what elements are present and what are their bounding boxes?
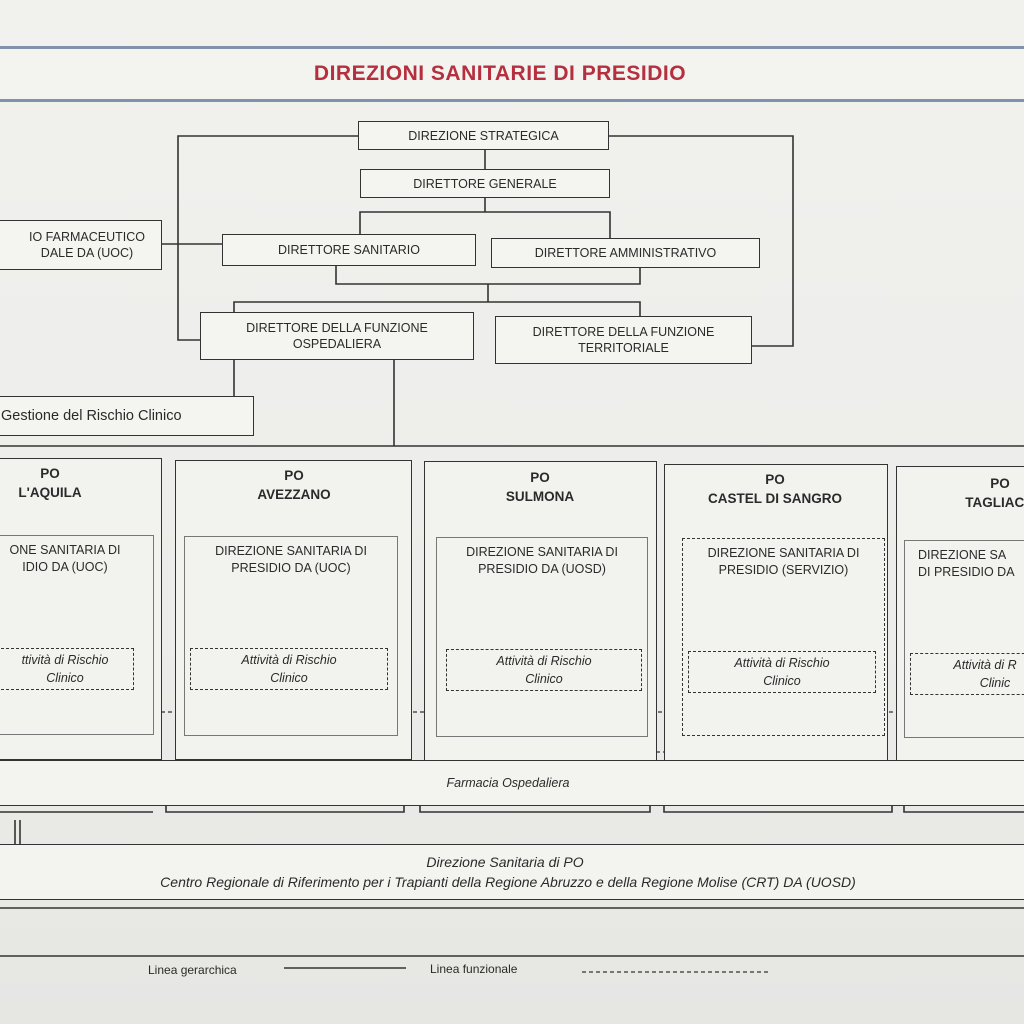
- po-column-tagliacozzo: [896, 466, 1024, 764]
- box-label: DIRETTORE SANITARIO: [278, 243, 420, 257]
- title-band: [0, 46, 1024, 102]
- crt-band: Direzione Sanitaria di PO Centro Regiona…: [0, 844, 1024, 900]
- po-header-castel: PO CASTEL DI SANGRO: [665, 470, 885, 508]
- box-funzione-ospedaliera: DIRETTORE DELLA FUNZIONE OSPEDALIERA: [200, 312, 474, 360]
- box-label: DIRETTORE GENERALE: [413, 176, 557, 191]
- po-name: L'AQUILA: [18, 485, 82, 500]
- box-label: DALE DA (UOC): [40, 246, 134, 260]
- attivita-line: Clinico: [763, 674, 801, 688]
- po-name: CASTEL DI SANGRO: [707, 491, 842, 506]
- ds-text-laquila: ONE SANITARIA DI IDIO DA (UOC): [0, 542, 140, 576]
- attivita-rischio-sulmona: Attività di Rischio Clinico: [446, 649, 642, 691]
- ds-line: PRESIDIO DA (UOC): [231, 561, 351, 575]
- attivita-line: Attività di Rischio: [734, 656, 830, 670]
- legend-gerarchica-label: Linea gerarchica: [148, 963, 237, 977]
- po-header-laquila: PO L'AQUILA: [0, 464, 120, 502]
- farmacia-ospedaliera-band: Farmacia Ospedaliera: [0, 760, 1024, 806]
- box-direttore-generale: DIRETTORE GENERALE: [360, 169, 610, 198]
- inner-direzione-laquila: [0, 535, 154, 735]
- po-column-laquila: [0, 458, 162, 760]
- ds-line: DI PRESIDIO DA: [918, 565, 1015, 579]
- legend-funzionale-label: Linea funzionale: [430, 962, 518, 976]
- ds-line: DIREZIONE SANITARIA DI: [215, 544, 367, 558]
- attivita-line: Attività di Rischio: [496, 654, 592, 668]
- attivita-line: Clinic: [979, 676, 1011, 690]
- box-gestione-rischio-clinico: Gestione del Rischio Clinico: [0, 396, 254, 436]
- box-servizio-farmaceutico: IO FARMACEUTICO DALE DA (UOC): [0, 220, 162, 270]
- po-column-avezzano: [175, 460, 412, 760]
- ds-line: DIREZIONE SANITARIA DI: [707, 546, 860, 560]
- ds-text-avezzano: DIREZIONE SANITARIA DI PRESIDIO DA (UOC): [184, 543, 398, 577]
- attivita-line: Clinico: [46, 671, 84, 685]
- ds-text-castel: DIREZIONE SANITARIA DI PRESIDIO (SERVIZI…: [682, 545, 885, 579]
- box-direttore-amministrativo: DIRETTORE AMMINISTRATIVO: [491, 238, 760, 268]
- po-header-avezzano: PO AVEZZANO: [184, 466, 404, 504]
- attivita-line: ttività di Rischio: [21, 653, 109, 667]
- ds-text-tagliacozzo: DIREZIONE SA DI PRESIDIO DA: [918, 547, 1024, 581]
- farmacia-label: Farmacia Ospedaliera: [446, 776, 570, 790]
- ds-line: PRESIDIO DA (UOSD): [478, 562, 606, 576]
- po-prefix: PO: [40, 466, 60, 481]
- ds-line: PRESIDIO (SERVIZIO): [718, 563, 849, 577]
- attivita-line: Clinico: [525, 672, 563, 686]
- po-column-sulmona: [424, 461, 657, 761]
- box-label: TERRITORIALE: [578, 341, 669, 355]
- crt-line-1: Direzione Sanitaria di PO: [426, 854, 584, 870]
- ds-line: IDIO DA (UOC): [22, 560, 108, 574]
- inner-direzione-avezzano: [184, 536, 398, 736]
- box-direzione-strategica: DIREZIONE STRATEGICA: [358, 121, 609, 150]
- box-direttore-sanitario: DIRETTORE SANITARIO: [222, 234, 476, 266]
- po-prefix: PO: [530, 470, 550, 485]
- po-prefix: PO: [765, 472, 785, 487]
- attivita-rischio-laquila: ttività di Rischio Clinico: [0, 648, 134, 690]
- ds-line: ONE SANITARIA DI: [9, 543, 121, 557]
- attivita-line: Attività di Rischio: [241, 653, 337, 667]
- po-name: AVEZZANO: [257, 487, 331, 502]
- po-prefix: PO: [990, 476, 1010, 491]
- box-label: DIRETTORE DELLA FUNZIONE: [532, 325, 715, 339]
- ds-text-sulmona: DIREZIONE SANITARIA DI PRESIDIO DA (UOSD…: [436, 544, 648, 578]
- box-label: OSPEDALIERA: [292, 337, 382, 351]
- crt-line-2: Centro Regionale di Riferimento per i Tr…: [160, 874, 856, 890]
- attivita-rischio-avezzano: Attività di Rischio Clinico: [190, 648, 388, 690]
- box-label: DIRETTORE AMMINISTRATIVO: [534, 246, 717, 260]
- po-header-sulmona: PO SULMONA: [430, 468, 650, 506]
- box-funzione-territoriale: DIRETTORE DELLA FUNZIONE TERRITORIALE: [495, 316, 752, 364]
- inner-direzione-tagliacozzo: [904, 540, 1024, 738]
- attivita-rischio-tagliacozzo: Attività di R Clinic: [910, 653, 1024, 695]
- ds-line: DIREZIONE SA: [918, 548, 1007, 562]
- po-name: SULMONA: [505, 489, 575, 504]
- ds-line: DIREZIONE SANITARIA DI: [466, 545, 618, 559]
- page-title: DIREZIONI SANITARIE DI PRESIDIO: [313, 62, 687, 85]
- attivita-line: Attività di R: [953, 658, 1017, 672]
- attivita-rischio-castel: Attività di Rischio Clinico: [688, 651, 876, 693]
- box-label: Gestione del Rischio Clinico: [1, 408, 182, 424]
- inner-direzione-castel: [682, 538, 885, 736]
- box-label: IO FARMACEUTICO: [29, 230, 145, 244]
- attivita-line: Clinico: [270, 671, 308, 685]
- box-label: DIREZIONE STRATEGICA: [408, 128, 559, 143]
- box-label: DIRETTORE DELLA FUNZIONE: [246, 321, 428, 335]
- po-prefix: PO: [284, 468, 304, 483]
- po-column-castel-di-sangro: [664, 464, 888, 762]
- inner-direzione-sulmona: [436, 537, 648, 737]
